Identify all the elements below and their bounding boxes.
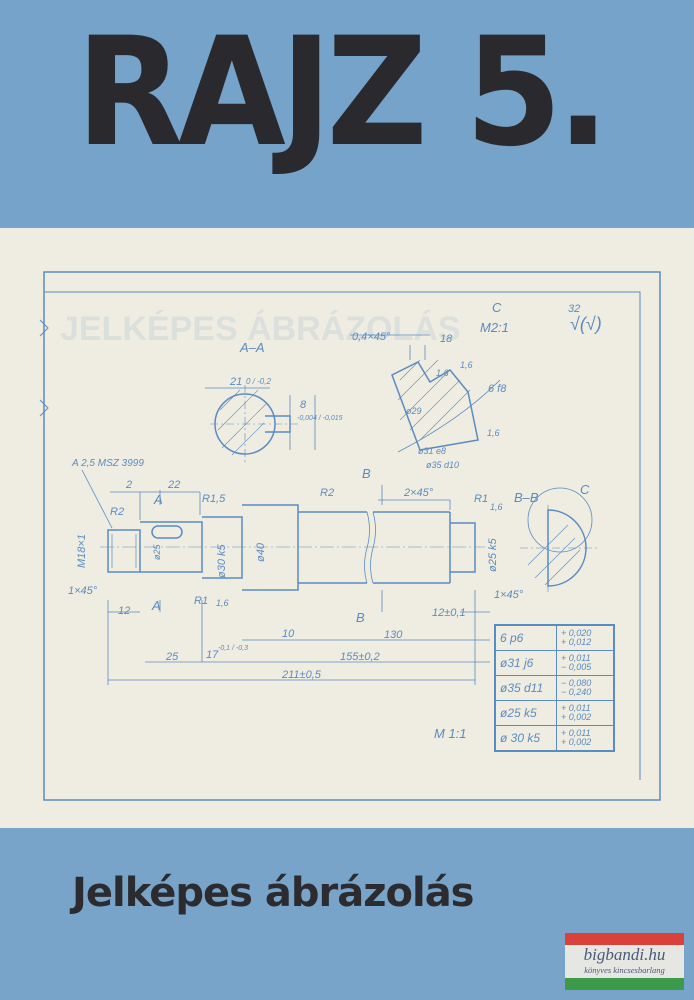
label-radius-1a: R1: [474, 493, 488, 505]
lower-deviation: + 0,002: [561, 737, 592, 747]
label-center-hole: A 2,5 MSZ 3999: [71, 458, 144, 469]
table-row: 6 p6+ 0,020+ 0,012: [494, 624, 615, 651]
label-dia-25-key: ø25: [152, 543, 162, 560]
shaft-thread: [107, 529, 141, 573]
label-radius-2b: R2: [320, 487, 334, 499]
label-dim-2: 2: [125, 479, 132, 491]
section-bb: [547, 509, 587, 587]
shaft-step-25-right: [449, 512, 476, 583]
table-row: ø31 j6+ 0,011− 0,005: [494, 650, 615, 676]
label-dim-211: 211±0,5: [281, 669, 322, 681]
table-row: ø25 k5+ 0,011+ 0,002: [494, 700, 615, 726]
label-dim-12: 12: [118, 605, 130, 617]
label-tol-17: -0,1 / -0,3: [218, 645, 248, 652]
label-chamfer-left: 1×45°: [68, 585, 98, 597]
lower-deviation: + 0,002: [561, 712, 592, 722]
label-dim-10: 10: [282, 628, 295, 640]
fit-cell: ø35 d11: [494, 675, 557, 701]
label-section-b-bottom: B: [356, 610, 365, 625]
label-scale-main: M 1:1: [434, 726, 467, 741]
label-tol-21: 0 / -0,2: [246, 377, 271, 386]
deviation-cell: + 0,020+ 0,012: [556, 624, 615, 651]
fit-cell: ø 30 k5: [494, 725, 557, 752]
label-roughness-ref: √(√): [570, 314, 602, 334]
lower-deviation: − 0,240: [561, 687, 592, 697]
shaft-step-30: [202, 516, 243, 579]
label-fit-6f8: 6 f8: [488, 383, 507, 395]
label-chamfer-right: 1×45°: [494, 589, 524, 601]
label-section-b-top: B: [362, 466, 371, 481]
fit-cell: ø31 j6: [494, 650, 557, 676]
upper-deviation: − 0,080: [561, 678, 592, 688]
label-dim-21: 21: [229, 376, 242, 388]
label-dim-155: 155±0,2: [340, 651, 380, 663]
top-band: [0, 0, 694, 228]
label-dia-35d10: ø35 d10: [426, 460, 459, 470]
label-dia-25k5: ø25 k5: [487, 537, 499, 572]
label-rough-e: 1,6: [216, 598, 229, 608]
table-row: ø35 d11− 0,080− 0,240: [494, 675, 615, 701]
label-dia-30k5: ø30 k5: [216, 543, 228, 578]
cover-subtitle: Jelképes ábrázolás: [72, 870, 474, 916]
logo-name: bigbandi.hu: [583, 945, 666, 964]
label-rough-c: 1,6: [487, 428, 500, 438]
label-section-aa: A–A: [239, 340, 265, 355]
label-dim-12-01: 12±0,1: [432, 607, 466, 619]
tolerance-table: 6 p6+ 0,020+ 0,012 ø31 j6+ 0,011− 0,005 …: [494, 624, 615, 752]
label-dim-25: 25: [165, 651, 179, 663]
upper-deviation: + 0,011: [561, 653, 591, 663]
label-dim-130: 130: [384, 629, 403, 641]
label-scale-detail: M2:1: [480, 320, 509, 335]
cover-title: RAJZ 5.: [76, 6, 610, 180]
faded-title-watermark: JELKÉPES ÁBRÁZOLÁS: [60, 310, 461, 348]
upper-deviation: + 0,020: [561, 628, 592, 638]
upper-deviation: + 0,011: [561, 728, 591, 738]
label-section-a-top: A: [153, 492, 163, 507]
label-detail-c: C: [492, 300, 502, 315]
upper-deviation: + 0,011: [561, 703, 591, 713]
label-dia-40: ø40: [255, 542, 267, 562]
fit-cell: ø25 k5: [494, 700, 557, 726]
label-radius-15: R1,5: [202, 493, 226, 505]
shaft-step-35: [298, 511, 450, 584]
label-dim-18: 18: [440, 333, 453, 345]
store-logo: bigbandi.hu könyves kincsesbarlang: [565, 933, 684, 990]
logo-red-stripe: [565, 933, 684, 945]
deviation-cell: + 0,011+ 0,002: [556, 700, 615, 726]
lower-deviation: − 0,005: [561, 662, 592, 672]
label-section-bb: B–B: [514, 490, 539, 505]
label-dia-31e8: ø31 e8: [418, 446, 446, 456]
label-radius-2a: R2: [110, 506, 124, 518]
label-roughness: 32: [568, 303, 580, 315]
logo-green-stripe: [565, 978, 684, 990]
label-chamfer-detail: 0,4×45°: [352, 331, 391, 343]
shaft-step-40: [242, 504, 299, 591]
label-dim-22: 22: [167, 479, 180, 491]
label-rough-a: 1,6: [436, 368, 449, 378]
label-chamfer-2x45: 2×45°: [403, 487, 434, 499]
label-section-a-bottom: A: [151, 598, 161, 613]
technical-drawing: JELKÉPES ÁBRÁZOLÁS A–A C M2:1 32 √(√) 0,…: [39, 271, 661, 801]
deviation-cell: + 0,011− 0,005: [556, 650, 615, 676]
label-dim-17: 17: [206, 649, 219, 661]
label-tol-8: -0,004 / -0,015: [297, 415, 343, 422]
lower-deviation: + 0,012: [561, 637, 592, 647]
label-dim-8: 8: [300, 399, 307, 411]
fit-cell: 6 p6: [494, 624, 557, 651]
deviation-cell: − 0,080− 0,240: [556, 675, 615, 701]
label-thread: M18×1: [76, 534, 88, 568]
drawing-frame: [43, 271, 661, 801]
drawing-labels: A–A C M2:1 32 √(√) 0,4×45° 18 21 0 / -0,…: [68, 300, 602, 741]
label-detail-c2: C: [580, 482, 590, 497]
label-rough-b: 1,6: [460, 360, 473, 370]
label-dia-29: ø29: [406, 406, 422, 416]
label-rough-d: 1,6: [490, 502, 503, 512]
table-row: ø 30 k5+ 0,011+ 0,002: [494, 725, 615, 752]
deviation-cell: + 0,011+ 0,002: [556, 725, 615, 752]
logo-tagline: könyves kincsesbarlang: [584, 965, 665, 975]
label-radius-1b: R1: [194, 595, 208, 607]
